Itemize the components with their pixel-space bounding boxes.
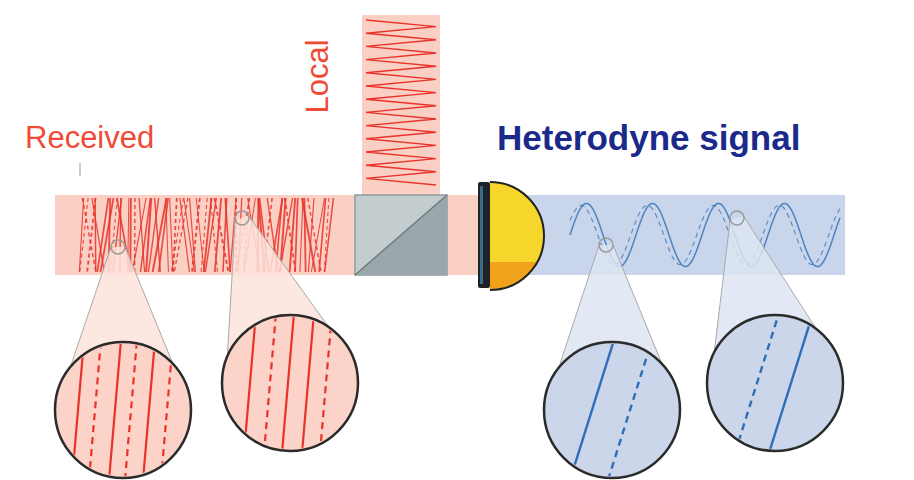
wave-stroke xyxy=(215,198,221,272)
magnified-wave xyxy=(244,313,256,453)
magnified-wave xyxy=(143,340,155,480)
wave-stroke xyxy=(196,198,204,272)
beam-label: Received xyxy=(25,122,154,153)
magnifier-lens xyxy=(222,315,358,451)
wave-stroke xyxy=(225,198,230,272)
magnified-wave xyxy=(282,313,294,453)
splitter-diagonal xyxy=(355,195,447,275)
magnifier-spot xyxy=(235,211,249,225)
magnifier-lens xyxy=(55,342,191,478)
magnified-wave xyxy=(109,340,121,480)
magnified-wave xyxy=(89,340,101,480)
wave-stroke xyxy=(180,198,189,272)
detector-edge xyxy=(480,186,483,284)
magnified-wave xyxy=(72,340,84,480)
magnifier-spot xyxy=(599,238,613,252)
magnifier-lens xyxy=(544,342,680,478)
wave-stroke xyxy=(290,198,296,272)
wave-stroke xyxy=(308,198,321,272)
wave-stroke xyxy=(300,198,303,272)
detector-base xyxy=(478,182,490,288)
splitter-half xyxy=(355,195,447,275)
detector-outline xyxy=(490,182,544,290)
wave-stroke xyxy=(132,198,146,272)
magnified-wave xyxy=(161,340,173,480)
wave-stroke xyxy=(205,198,216,272)
local-beam xyxy=(362,15,440,195)
wave-stroke xyxy=(170,198,173,272)
output-label: Heterodyne signal xyxy=(497,120,800,155)
wave-stroke xyxy=(295,198,298,272)
wave-stroke xyxy=(80,198,88,272)
magnified-wave xyxy=(735,313,779,453)
wave-stroke xyxy=(285,198,296,272)
magnifier-spot xyxy=(730,211,744,225)
beam-splitter xyxy=(355,195,447,275)
tick-mark xyxy=(80,163,81,176)
wave-stroke xyxy=(140,198,150,272)
wave-stroke xyxy=(166,198,169,272)
magnified-wave xyxy=(125,340,137,480)
local-wave xyxy=(366,20,436,185)
magnified-wave xyxy=(320,313,332,453)
magnified-wave xyxy=(264,313,276,453)
wave-stroke xyxy=(325,198,334,272)
wave-stroke xyxy=(94,198,96,272)
magnified-wave xyxy=(302,313,314,453)
magnified-wave xyxy=(570,340,614,480)
magnifier-spot xyxy=(111,240,125,254)
magnified-wave xyxy=(769,313,813,453)
wave-stroke xyxy=(192,198,200,272)
magnified-wave xyxy=(608,340,652,480)
beam-label: Local xyxy=(301,39,332,113)
wave-stroke xyxy=(159,198,168,272)
